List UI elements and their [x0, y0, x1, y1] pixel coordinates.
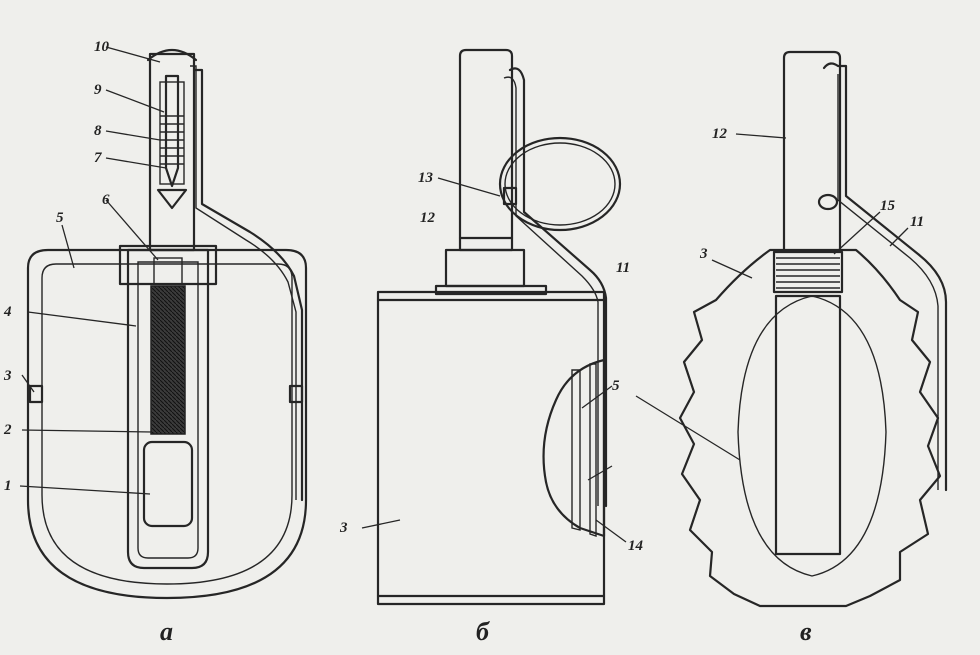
fuse-tube-a — [126, 248, 210, 570]
fuse-cavity-v — [774, 294, 842, 556]
label-3-v: 3 — [699, 246, 708, 262]
threaded-neck-v — [772, 250, 844, 294]
lever-b — [508, 67, 608, 508]
fuse-handle-v — [782, 50, 842, 252]
body-shell-a — [26, 248, 308, 600]
leader-lines-a — [19, 46, 167, 495]
label-9: 9 — [94, 82, 102, 98]
caption-b: б — [476, 617, 490, 646]
body-shell-v — [678, 248, 942, 608]
explosive-charge-v — [737, 295, 887, 577]
label-10: 10 — [94, 39, 110, 55]
label-14: 14 — [628, 538, 644, 554]
label-5-a: 5 — [56, 210, 64, 226]
detonator-a — [142, 440, 194, 528]
label-4: 4 — [3, 304, 12, 320]
cutaway-b — [542, 358, 606, 538]
label-6: 6 — [102, 192, 110, 208]
leader-lines-b — [361, 177, 627, 543]
label-11-b: 11 — [616, 260, 630, 276]
powder-train-a — [150, 285, 186, 435]
label-13: 13 — [418, 170, 434, 186]
label-12-v: 12 — [712, 126, 728, 142]
figure-b-exterior: 13 12 11 5 3 14 б — [339, 48, 644, 646]
explosive-charge-a — [41, 263, 293, 585]
label-5-b: 5 — [612, 378, 620, 394]
fuse-handle-b — [458, 48, 514, 240]
body-b — [376, 290, 606, 606]
label-15: 15 — [880, 198, 896, 214]
striker-a — [164, 74, 180, 188]
figure-a-cross-section: 10 9 8 7 6 5 4 3 2 1 а — [3, 39, 308, 646]
caption-a: а — [160, 617, 173, 646]
spring-a — [160, 115, 184, 165]
fuse-head-a — [148, 52, 196, 252]
figure-v-cross-section: 12 15 11 3 в — [635, 50, 948, 646]
safety-lever-a — [192, 68, 304, 502]
safety-ring-b — [498, 136, 622, 232]
label-2: 2 — [3, 422, 12, 438]
label-12-b: 12 — [420, 210, 436, 226]
label-11-v: 11 — [910, 214, 924, 230]
bushing-a — [118, 244, 218, 286]
caption-v: в — [800, 617, 812, 646]
label-3-b: 3 — [339, 520, 348, 536]
lever-v — [822, 62, 948, 492]
label-3-a: 3 — [3, 368, 12, 384]
label-1: 1 — [4, 478, 12, 494]
leader-lines-v — [635, 133, 909, 461]
label-7: 7 — [94, 150, 102, 166]
label-8: 8 — [94, 123, 102, 139]
